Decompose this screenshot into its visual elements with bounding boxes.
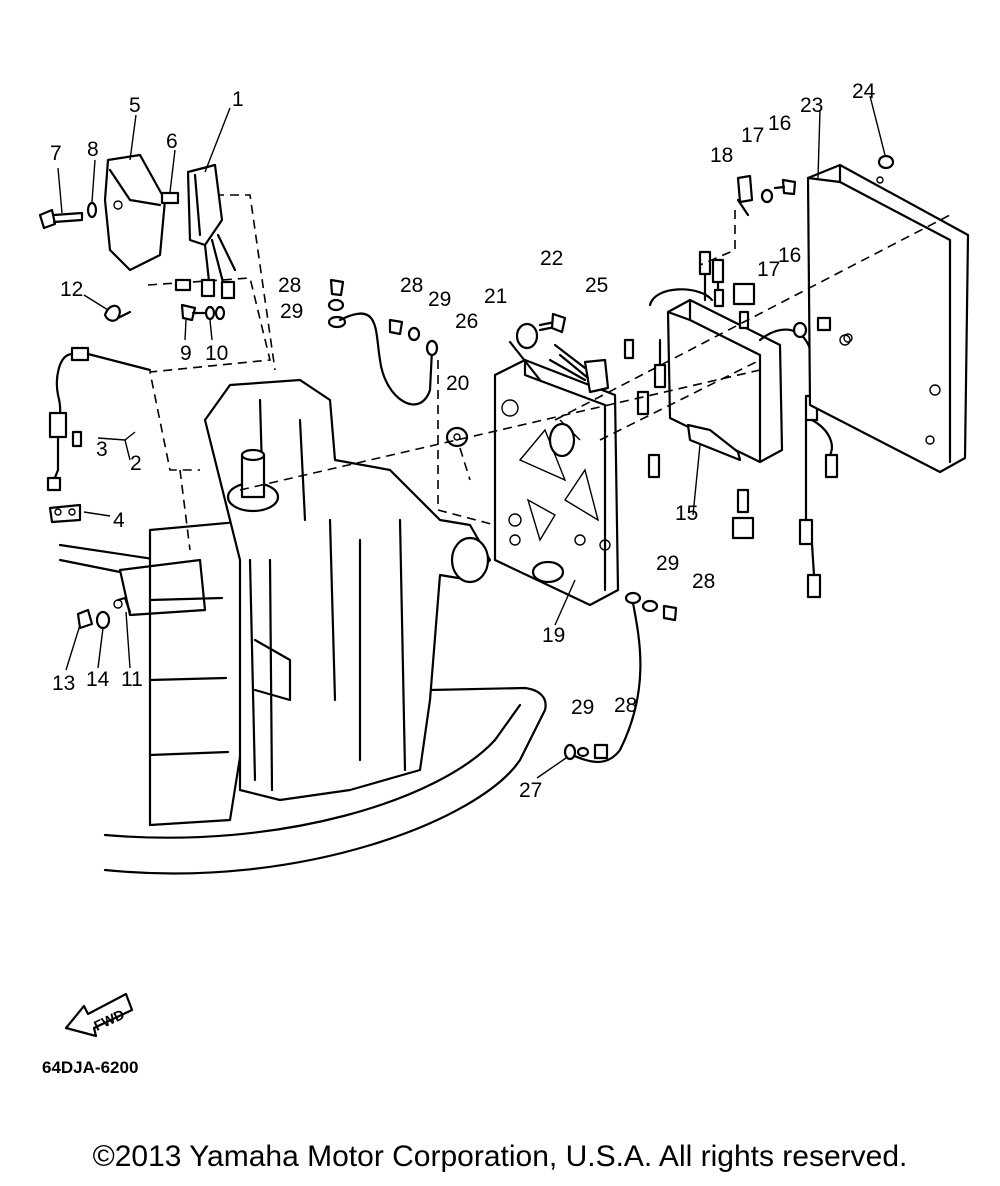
cover-hardware	[736, 154, 895, 343]
callout-2: 2	[130, 452, 142, 475]
callout-21: 21	[484, 285, 507, 308]
callout-28b: 28	[400, 274, 423, 297]
diagram-code: 64DJA-6200	[42, 1058, 139, 1077]
callout-25: 25	[585, 274, 608, 297]
callout-29a: 29	[280, 300, 303, 323]
callout-4: 4	[113, 509, 125, 532]
ground-wires	[327, 278, 678, 763]
callout-26: 26	[455, 310, 478, 333]
callout-15: 15	[675, 502, 698, 525]
switch-assembly	[508, 312, 610, 394]
callout-24: 24	[852, 80, 876, 103]
small-hardware	[38, 191, 226, 322]
callout-19: 19	[542, 624, 565, 647]
ground-hardware	[76, 596, 132, 630]
engine-block	[58, 378, 547, 875]
callout-3: 3	[96, 438, 108, 461]
callout-29d: 29	[571, 696, 594, 719]
callout-5: 5	[129, 94, 141, 117]
dashed-guide-1	[147, 277, 271, 471]
callout-17a: 17	[741, 124, 764, 147]
callout-16a: 16	[768, 112, 791, 135]
copyright-notice: ©2013 Yamaha Motor Corporation, U.S.A. A…	[92, 1140, 908, 1173]
part-2-harness	[46, 346, 152, 524]
callout-10: 10	[205, 342, 228, 365]
callout-7: 7	[50, 142, 62, 165]
part-19-plate	[493, 358, 620, 607]
callout-27: 27	[519, 779, 542, 802]
callout-20: 20	[446, 372, 469, 395]
fwd-arrow-icon: FWD	[64, 992, 134, 1038]
callout-28d: 28	[614, 694, 637, 717]
callout-29b: 29	[428, 288, 451, 311]
callout-16b: 16	[778, 244, 801, 267]
callout-11: 11	[121, 668, 143, 691]
callout-1: 1	[232, 88, 244, 111]
leader-lines	[57, 95, 951, 779]
callout-29c: 29	[656, 552, 679, 575]
callout-28a: 28	[278, 274, 301, 297]
callout-17b: 17	[757, 258, 780, 281]
callout-8: 8	[87, 138, 99, 161]
callout-12: 12	[60, 278, 83, 301]
callout-13: 13	[52, 672, 75, 695]
callout-6: 6	[166, 130, 178, 153]
callout-22: 22	[540, 247, 563, 270]
part-23-cover	[806, 163, 970, 474]
part-1-rectifier	[174, 163, 237, 300]
callout-9: 9	[180, 342, 192, 365]
callout-14: 14	[86, 668, 110, 691]
callout-18: 18	[710, 144, 733, 167]
callout-28c: 28	[692, 570, 715, 593]
callout-23: 23	[800, 94, 823, 117]
callout-labels: 1 2 3 4 5 6 7 8 9 10 11 12 13 14 15 16 1…	[50, 80, 876, 802]
part-20-grommet	[445, 426, 469, 448]
part-5-bracket	[103, 153, 167, 272]
part-15-module	[623, 250, 839, 599]
